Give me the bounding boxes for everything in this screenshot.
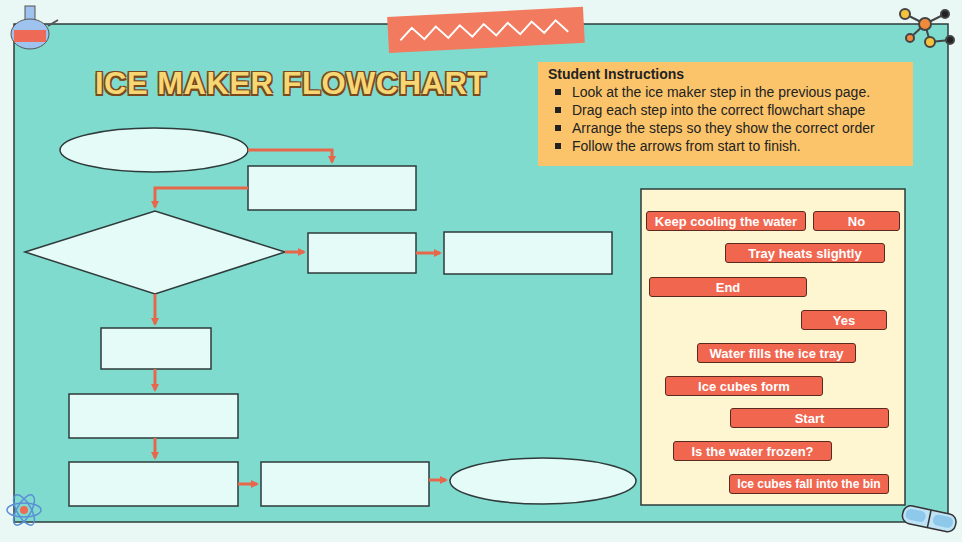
flow-arrows xyxy=(155,150,446,484)
molecule-icon xyxy=(900,9,954,47)
answer-panel xyxy=(641,189,905,505)
answer-chip: Ice cubes fall into the bin xyxy=(729,474,889,494)
instruction-heading: Student Instructions xyxy=(548,65,905,83)
chip-label: Tray heats slightly xyxy=(748,246,861,261)
answer-chip: Yes xyxy=(801,310,887,330)
goggles-icon xyxy=(901,504,958,533)
answer-chip: Water fills the ice tray xyxy=(697,343,856,363)
answer-chip: Keep cooling the water xyxy=(646,211,806,231)
atom-icon xyxy=(7,492,41,528)
chip-label: End xyxy=(716,280,741,295)
chip-label: Water fills the ice tray xyxy=(710,346,844,361)
chip-label: Ice cubes fall into the bin xyxy=(737,477,880,491)
answer-chip: No xyxy=(813,211,900,231)
answer-chip: Ice cubes form xyxy=(665,376,823,396)
chip-label: Start xyxy=(795,411,825,426)
instruction-item: Follow the arrows from start to finish. xyxy=(548,137,905,155)
instruction-item: Look at the ice maker step in the previo… xyxy=(548,83,905,101)
instruction-box: Student InstructionsLook at the ice make… xyxy=(538,62,913,166)
flask-icon xyxy=(11,6,58,49)
answer-chip: Start xyxy=(730,408,889,428)
answer-chip: Is the water frozen? xyxy=(673,441,832,461)
chip-label: No xyxy=(848,214,865,229)
slide-title: ICE MAKER FLOWCHART xyxy=(95,66,487,102)
answer-chip: End xyxy=(649,277,807,297)
answer-chip: Tray heats slightly xyxy=(725,243,885,263)
chip-label: Ice cubes form xyxy=(698,379,790,394)
chip-label: Is the water frozen? xyxy=(691,444,813,459)
flowchart-shapes xyxy=(25,128,636,506)
board xyxy=(14,24,948,522)
instruction-item: Drag each step into the correct flowchar… xyxy=(548,101,905,119)
chip-label: Yes xyxy=(833,313,855,328)
instruction-item: Arrange the steps so they show the corre… xyxy=(548,119,905,137)
chip-label: Keep cooling the water xyxy=(655,214,797,229)
tape xyxy=(387,7,585,53)
